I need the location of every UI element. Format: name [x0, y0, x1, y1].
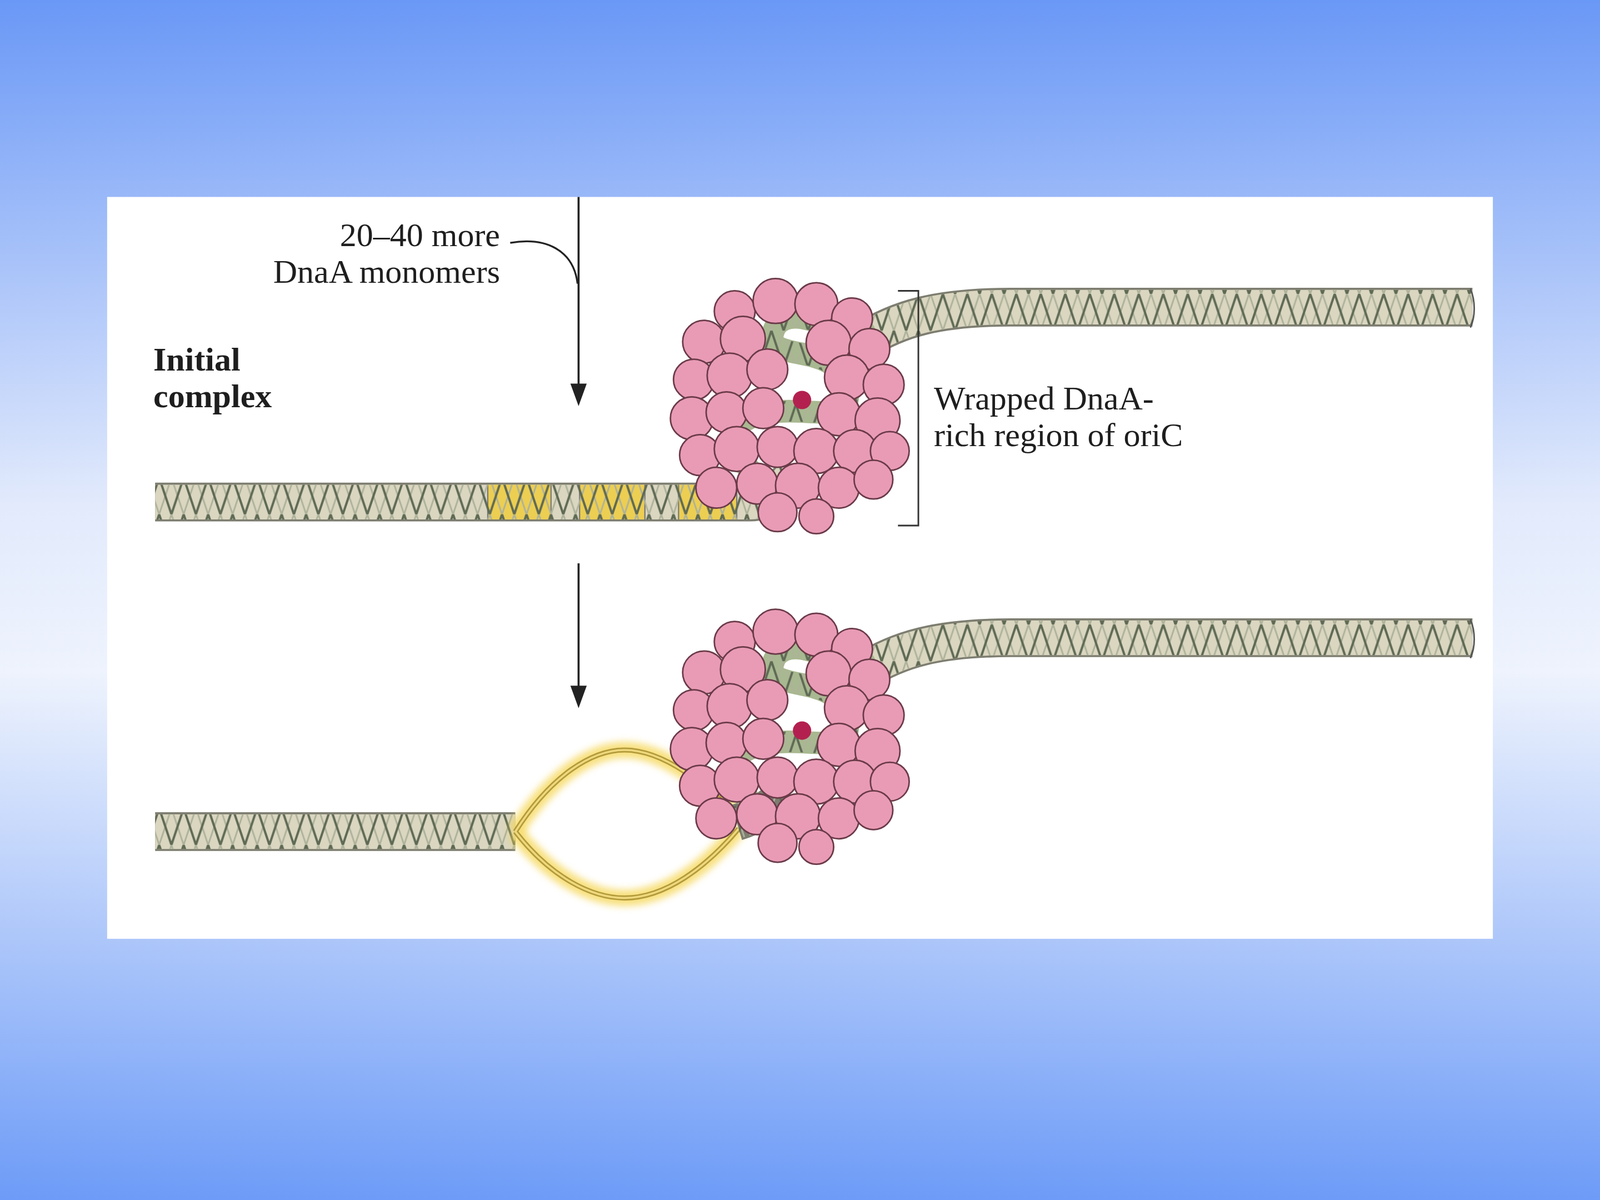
arrow-line [577, 563, 580, 690]
arrow-head [570, 685, 587, 708]
bracket [897, 290, 919, 525]
dnaa-complex [670, 609, 1475, 865]
annotation-label: 20–40 more DnaA monomers [263, 216, 500, 290]
dnaa-complex [670, 278, 1475, 534]
dna-helix [155, 814, 515, 849]
dna-helix [155, 814, 515, 849]
single-strand [515, 828, 739, 898]
leader-line [510, 241, 578, 284]
dna-helix [155, 812, 515, 852]
annotation-label: Wrapped DnaA- rich region of oriC [933, 380, 1195, 454]
arrow-head [570, 383, 587, 407]
single-strand [515, 828, 739, 898]
annotation-label: Initial complex [153, 341, 282, 415]
strand-glow [515, 828, 739, 898]
figure-panel [107, 196, 1493, 939]
arrow-line [577, 196, 580, 388]
